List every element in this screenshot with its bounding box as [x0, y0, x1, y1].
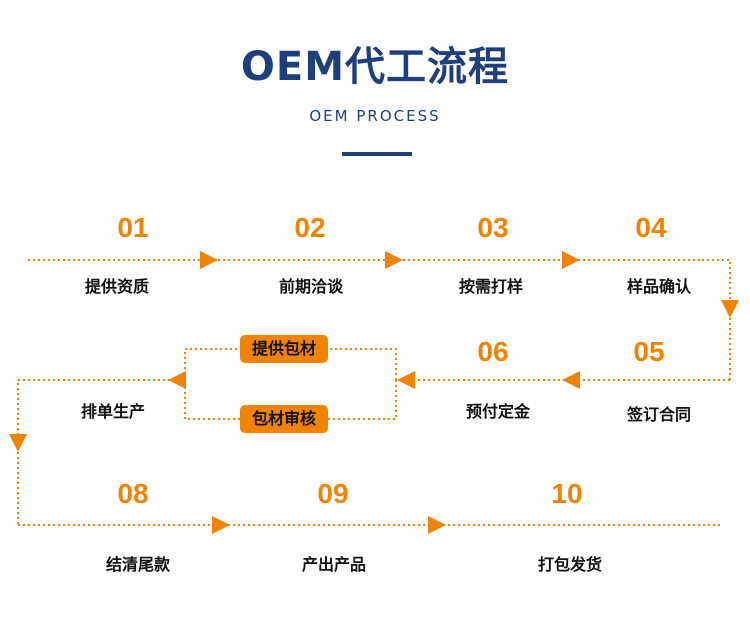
arrow-04-05: [721, 300, 739, 318]
arrow-07-08: [9, 434, 27, 452]
branch-badge-provide-packaging: 提供包材: [240, 335, 328, 363]
step-08-number: 08: [117, 478, 149, 509]
step-03-number: 03: [477, 212, 509, 243]
step-03-label: 按需打样: [458, 277, 523, 296]
step-06-number: 06: [477, 336, 509, 367]
arrow-02-03: [385, 251, 403, 269]
step-05-label: 签订合同: [626, 405, 691, 424]
title-underline: [342, 152, 412, 156]
page-subtitle: OEM PROCESS: [309, 107, 441, 125]
arrow-09-10: [428, 516, 446, 534]
arrow-branch-07: [168, 371, 186, 389]
page-title: OEM代工流程: [240, 44, 510, 90]
step-10-label: 打包发货: [537, 555, 602, 574]
step-04-number: 04: [635, 212, 667, 243]
step-05-number: 05: [633, 336, 665, 367]
step-01-number: 01: [117, 212, 149, 243]
step-07-label: 排单生产: [80, 402, 145, 421]
step-01-label: 提供资质: [84, 277, 149, 296]
step-09-label: 产出产品: [301, 555, 366, 574]
step-02-number: 02: [294, 212, 326, 243]
step-06-label: 预付定金: [465, 402, 530, 421]
arrow-05-06: [562, 371, 580, 389]
branch-badge-packaging-review: 包材审核: [240, 405, 328, 433]
connector-left-turn: [17, 379, 170, 434]
step-09-number: 09: [317, 478, 349, 509]
arrow-03-04: [562, 251, 580, 269]
arrow-08-09: [212, 516, 230, 534]
step-10-number: 10: [551, 478, 583, 509]
arrow-01-02: [200, 251, 218, 269]
step-04-label: 样品确认: [626, 277, 691, 296]
arrow-06-branch: [397, 371, 415, 389]
step-02-label: 前期洽谈: [278, 277, 343, 296]
step-08-label: 结清尾款: [105, 555, 170, 574]
